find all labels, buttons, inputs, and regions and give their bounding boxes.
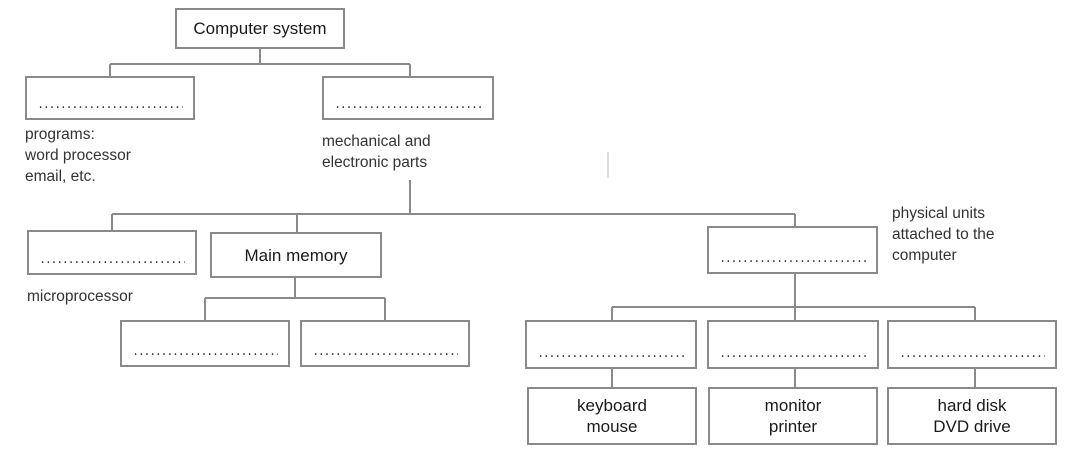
connector-hardware-to-level2: [111, 180, 796, 232]
box-output-examples: monitor printer: [708, 387, 878, 445]
blank-dots: ..............................: [312, 345, 458, 359]
blank-dots: ..............................: [334, 98, 482, 112]
blank-box-storage-devices: ..............................: [887, 320, 1057, 369]
root-label: Computer system: [193, 19, 327, 38]
note-cpu: microprocessor: [27, 286, 133, 307]
box-storage-examples: hard disk DVD drive: [887, 387, 1057, 445]
note-line: mechanical and: [322, 133, 431, 150]
blank-box-output-devices: ..............................: [707, 320, 879, 369]
blank-dots: ..............................: [719, 347, 867, 361]
note-hardware: mechanical and electronic parts: [322, 131, 431, 173]
blank-box-peripherals: ..............................: [707, 226, 878, 274]
note-line: attached to the: [892, 226, 995, 243]
blank-dots: ..............................: [537, 347, 685, 361]
note-software: programs: word processor email, etc.: [25, 124, 131, 187]
connector-root-to-level1: [109, 47, 411, 76]
blank-dots: ..............................: [719, 252, 866, 266]
example-line: printer: [768, 417, 818, 436]
note-peripherals: physical units attached to the computer: [892, 203, 995, 266]
note-line: microprocessor: [27, 288, 133, 305]
note-line: email, etc.: [25, 168, 96, 185]
note-line: word processor: [25, 147, 131, 164]
note-line: programs:: [25, 126, 95, 143]
blank-box-hardware: ..............................: [322, 76, 494, 120]
blank-dots: ..............................: [899, 347, 1045, 361]
blank-dots: ..............................: [132, 345, 278, 359]
root-box-computer-system: Computer system: [175, 8, 345, 49]
blank-box-software: ..............................: [25, 76, 195, 120]
main-memory-label: Main memory: [244, 245, 348, 265]
blank-box-cpu: ..............................: [27, 230, 197, 275]
connector-memory-to-types: [204, 278, 386, 320]
note-line: computer: [892, 247, 957, 264]
example-line: DVD drive: [933, 417, 1011, 436]
note-line: physical units: [892, 205, 986, 222]
example-line: hard disk: [937, 396, 1007, 415]
box-main-memory: Main memory: [210, 232, 382, 278]
connector-peripherals-to-categories: [611, 274, 976, 320]
box-input-examples: keyboard mouse: [527, 387, 697, 445]
example-line: keyboard: [577, 396, 647, 415]
blank-box-memory-type-1: ..............................: [120, 320, 290, 367]
example-line: monitor: [764, 396, 822, 415]
example-line: mouse: [586, 417, 638, 436]
connector-categories-to-examples: [611, 369, 976, 387]
blank-dots: ..............................: [39, 253, 185, 267]
note-line: electronic parts: [322, 154, 428, 171]
blank-box-input-devices: ..............................: [525, 320, 697, 369]
blank-box-memory-type-2: ..............................: [300, 320, 470, 367]
blank-dots: ..............................: [37, 98, 183, 112]
